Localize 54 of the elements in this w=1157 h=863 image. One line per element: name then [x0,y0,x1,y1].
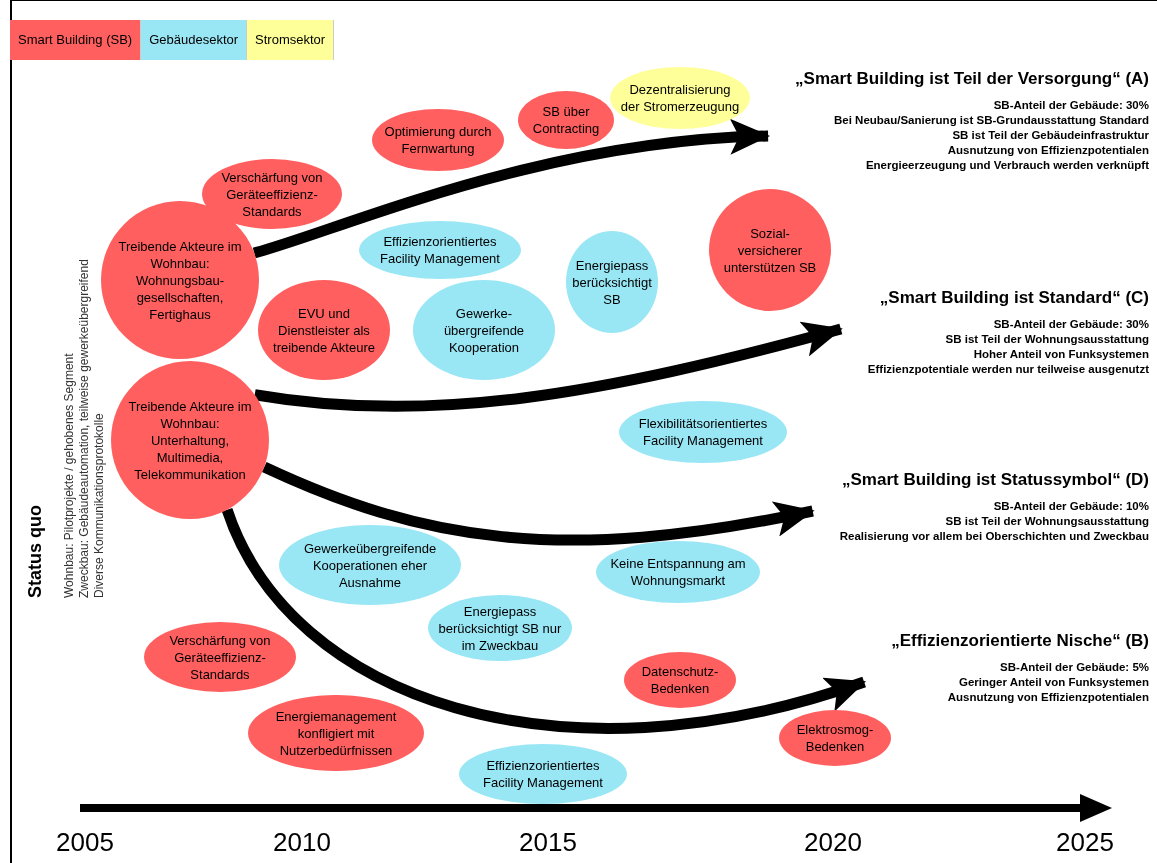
factor-ellipse: Effizienzorientiertes Facility Management [359,221,521,279]
factor-ellipse: Flexibilitätsorientiertes Facility Management [619,401,787,463]
year-label: 2005 [56,826,114,858]
year-label: 2010 [273,826,331,858]
scenario-description: SB ist Teil der Wohnungsausstattung [945,332,1149,347]
scenario-heading: „Smart Building ist Statussymbol“ (D) [842,469,1149,491]
factor-ellipse: Effizienzorientiertes Facility Management [459,744,627,804]
status-quo-heading: Status quo [24,505,46,598]
thick-arrow [253,321,843,412]
thick-arrow [262,462,815,546]
status-quo-note: Diverse Kommunikationsprotokolle [92,412,107,598]
factor-ellipse: Dezentralisierung der Stromerzeugung [610,67,750,129]
factor-ellipse: Energiepass berücksichtigt SB nur im Zweckbau [428,595,572,661]
factor-ellipse: SB über Contracting [518,91,614,149]
scenario-description: Hoher Anteil von Funksystemen [973,347,1149,362]
legend-swatch: Gebäudesektor [141,20,248,60]
factor-ellipse: Verschärfung von Geräteeffizienz- Standards [202,159,342,229]
thick-arrow [252,119,771,259]
scenario-heading: „Effizienzorientierte Nische“ (B) [891,630,1149,652]
status-quo-note: Wohnbau: Pilotprojekte / gehobenes Segment [62,352,77,598]
scenario-description: SB-Anteil der Gebäude: 10% [993,499,1149,514]
scenario-description: Effizienzpotentiale werden nur teilweise ausgenutzt [867,362,1149,377]
factor-ellipse: Datenschutz- Bedenken [624,652,736,708]
factor-ellipse: Energiepass berücksichtigt SB [566,231,658,333]
legend-swatch: Smart Building (SB) [10,20,142,60]
year-label: 2020 [804,826,862,858]
scenario-description: Realisierung vor allem bei Oberschichten und Zweckbau [839,529,1149,544]
scenario-description: SB-Anteil der Gebäude: 30% [993,317,1149,332]
factor-ellipse: Gewerke- übergreifende Kooperation [413,280,555,380]
legend-swatch: Stromsektor [247,20,335,60]
scenario-heading: „Smart Building ist Teil der Versorgung“ (A) [795,68,1149,90]
scenario-description: Ausnutzung von Effizienzpotentialen [947,143,1149,158]
factor-ellipse: Verschärfung von Geräteeffizienz- Standards [144,622,296,692]
factor-ellipse: EVU und Dienstleister als treibende Akteure [258,280,390,380]
thick-arrow [222,507,867,734]
year-label: 2025 [1056,826,1114,858]
scenario-description: Bei Neubau/Sanierung ist SB-Grundausstattung Standard [834,113,1149,128]
scenario-description: SB ist Teil der Gebäudeinfrastruktur [952,128,1149,143]
factor-ellipse: Keine Entspannung am Wohnungsmarkt [596,541,760,603]
factor-ellipse: Elektrosmog- Bedenken [779,710,891,766]
status-quo-note: Zweckbau: Gebäudeautomation, teilweise gewerkeübergreifend [77,259,92,598]
scenario-description: Geringer Anteil von Funksystemen [959,675,1149,690]
factor-ellipse: Optimierung durch Fernwartung [372,109,504,171]
scenario-description: Energieerzeugung und Verbrauch werden verknüpft [865,158,1149,173]
scenario-description: Ausnutzung von Effizienzpotentialen [947,690,1149,705]
scenario-heading: „Smart Building ist Standard“ (C) [879,287,1149,309]
factor-ellipse: Treibende Akteure im Wohnbau: Unterhaltung, Multimedia, Telekommunikation [111,361,269,519]
factor-ellipse: Gewerkeübergreifende Kooperationen eher Ausnahme [279,525,461,605]
scenario-description: SB-Anteil der Gebäude: 5% [1000,660,1149,675]
factor-ellipse: Sozial- versicherer unterstützen SB [709,189,831,311]
factor-ellipse: Energiemanagement konfligiert mit Nutzerbedürfnissen [248,695,424,771]
year-label: 2015 [519,826,577,858]
scenario-description: SB-Anteil der Gebäude: 30% [993,98,1149,113]
scenario-description: SB ist Teil der Wohnungsausstattung [945,514,1149,529]
